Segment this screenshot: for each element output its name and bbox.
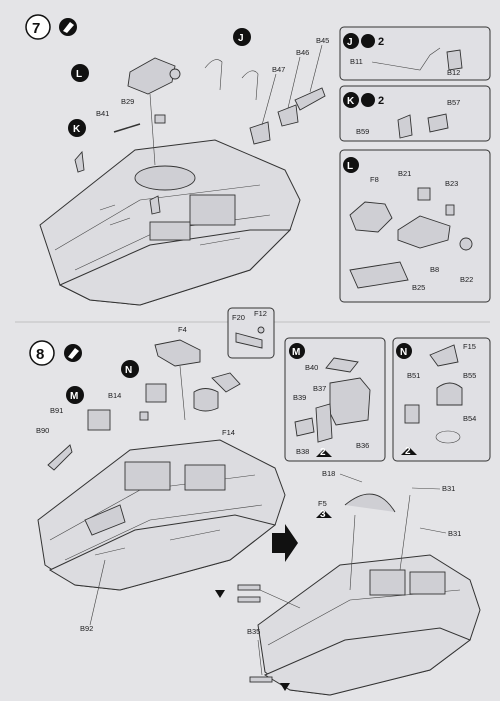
part-B21: B21 bbox=[398, 169, 411, 178]
part-B38: B38 bbox=[296, 447, 309, 456]
marker-N-step8: N bbox=[121, 360, 139, 378]
light-part-k1 bbox=[74, 150, 85, 173]
svg-text:M: M bbox=[292, 347, 300, 358]
part-B11: B11 bbox=[350, 57, 363, 66]
part-B36: B36 bbox=[356, 441, 369, 450]
part-F5: F5 bbox=[318, 499, 327, 508]
step-7-hull bbox=[39, 139, 301, 306]
step-7-header: 7 bbox=[25, 14, 77, 40]
marker-L-step7: L bbox=[71, 64, 89, 82]
part-B90: B90 bbox=[36, 426, 49, 435]
part-B51: B51 bbox=[407, 371, 420, 380]
f5-flag: 3 bbox=[320, 509, 326, 520]
part-B41: B41 bbox=[96, 109, 109, 118]
part-B40: B40 bbox=[305, 363, 318, 372]
part-B31-bottom: B31 bbox=[448, 529, 461, 538]
subassembly-box-J: J 2 B11 B12 bbox=[339, 26, 491, 81]
qty-K: 2 bbox=[378, 95, 384, 107]
part-B22: B22 bbox=[460, 275, 473, 284]
qty-J: 2 bbox=[378, 36, 384, 48]
glue-icon-tube bbox=[63, 22, 74, 33]
marker-K-step7: K bbox=[68, 119, 86, 137]
part-B18: B18 bbox=[322, 469, 335, 478]
part-F8: F8 bbox=[370, 175, 379, 184]
svg-text:N: N bbox=[400, 347, 407, 358]
part-B59: B59 bbox=[356, 127, 369, 136]
glue-icon-tube bbox=[68, 348, 79, 359]
handle-part-j2 bbox=[241, 70, 259, 101]
subassembly-box-N: N F15 B51 B55 B54 2 bbox=[392, 337, 491, 462]
step-8-number: 8 bbox=[36, 346, 44, 363]
subassembly-box-K: K 2 B57 B59 bbox=[339, 85, 491, 142]
part-B37: B37 bbox=[313, 384, 326, 393]
svg-text:N: N bbox=[125, 365, 132, 376]
part-F14: F14 bbox=[222, 428, 235, 437]
step-8-header: 8 bbox=[29, 340, 82, 366]
svg-text:F20: F20 bbox=[232, 313, 245, 322]
step-8-hull bbox=[37, 439, 286, 591]
turret-assembly-L bbox=[127, 57, 181, 166]
svg-text:J: J bbox=[238, 33, 244, 44]
glue-icon bbox=[361, 34, 375, 48]
svg-text:K: K bbox=[73, 124, 81, 135]
part-B54: B54 bbox=[463, 414, 476, 423]
svg-text:2: 2 bbox=[405, 446, 411, 457]
svg-text:L: L bbox=[347, 161, 353, 172]
handle-part-j1 bbox=[204, 59, 223, 91]
part-B31-top: B31 bbox=[442, 484, 455, 493]
marker-M-step8: M bbox=[66, 386, 84, 404]
callout-F20-F12: F20 F12 bbox=[227, 307, 275, 359]
part-B45: B45 bbox=[316, 36, 329, 45]
svg-text:K: K bbox=[347, 96, 355, 107]
part-B55: B55 bbox=[463, 371, 476, 380]
part-B8: B8 bbox=[430, 265, 439, 274]
svg-text:L: L bbox=[76, 69, 82, 80]
part-B47: B47 bbox=[272, 65, 285, 74]
part-B35: B35 bbox=[247, 627, 260, 636]
part-B23: B23 bbox=[445, 179, 458, 188]
part-B12: B12 bbox=[447, 68, 460, 77]
part-B25: B25 bbox=[412, 283, 425, 292]
marker-J-step7: J bbox=[233, 28, 251, 46]
glue-icon bbox=[361, 93, 375, 107]
part-B14: B14 bbox=[108, 391, 121, 400]
svg-text:J: J bbox=[347, 37, 353, 48]
part-B46: B46 bbox=[296, 48, 309, 57]
part-B57: B57 bbox=[447, 98, 460, 107]
next-step-arrow-icon bbox=[272, 524, 298, 562]
direction-flag-icon bbox=[280, 683, 290, 691]
part-B92: B92 bbox=[80, 624, 93, 633]
svg-text:F12: F12 bbox=[254, 309, 267, 318]
subassembly-box-M: M B40 B37 B39 2 B38 B36 bbox=[284, 337, 386, 462]
part-B39: B39 bbox=[293, 393, 306, 402]
svg-text:2: 2 bbox=[320, 447, 326, 458]
subassembly-box-L: L F8 B21 B23 B8 B22 B25 bbox=[339, 149, 491, 303]
part-B29: B29 bbox=[121, 97, 134, 106]
final-assembly-hull bbox=[257, 493, 481, 696]
part-B91: B91 bbox=[50, 406, 63, 415]
light-part-k2 bbox=[149, 195, 161, 215]
svg-text:M: M bbox=[70, 391, 78, 402]
part-F4: F4 bbox=[178, 325, 187, 334]
step-7-number: 7 bbox=[32, 20, 40, 37]
direction-flag-icon bbox=[215, 590, 225, 598]
part-F15: F15 bbox=[463, 342, 476, 351]
